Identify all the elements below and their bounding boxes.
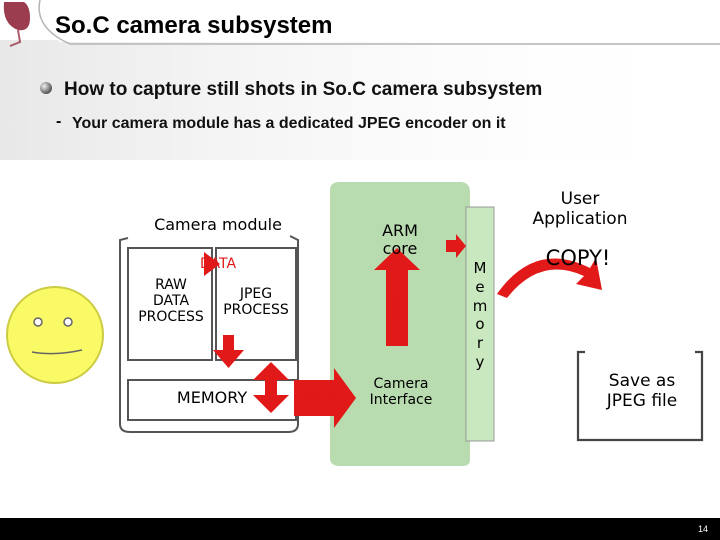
data-top-label: DATA [199, 256, 237, 272]
memory-down-arrow [213, 335, 244, 368]
save-bracket [576, 350, 704, 442]
header-decoration [0, 0, 720, 160]
memory-updown-arrow [253, 362, 289, 413]
memory-label: MEMORY [176, 388, 248, 407]
bullet-text: How to capture still shots in So.C camer… [64, 79, 543, 100]
face-icon [6, 286, 104, 384]
data-right-arrow [204, 252, 220, 276]
data-up-arrow [374, 248, 420, 346]
camera-module-label: Camera module [154, 215, 282, 234]
page-title: So.C camera subsystem [55, 12, 333, 39]
raw-data-box [127, 247, 213, 361]
diagram [6, 182, 704, 466]
copy-arrow [497, 258, 602, 298]
copy-label: COPY! [545, 246, 611, 270]
red-arrows [204, 234, 602, 428]
data-arrow-label: DATA [304, 388, 338, 403]
data-vertical-label: DATA [389, 293, 404, 325]
camera-module-bracket [119, 235, 299, 433]
arm-to-memory-arrow [446, 234, 466, 258]
sub-bullet-dash: - [56, 113, 62, 130]
bullet-icon [40, 82, 52, 94]
sub-bullet-text: Your camera module has a dedicated JPEG … [72, 115, 506, 132]
memory-bar [465, 206, 495, 442]
wine-glass-icon [3, 2, 30, 47]
data-to-interface-arrow [294, 368, 356, 428]
page-number: 14 [697, 524, 708, 534]
footer-bar [0, 518, 720, 540]
